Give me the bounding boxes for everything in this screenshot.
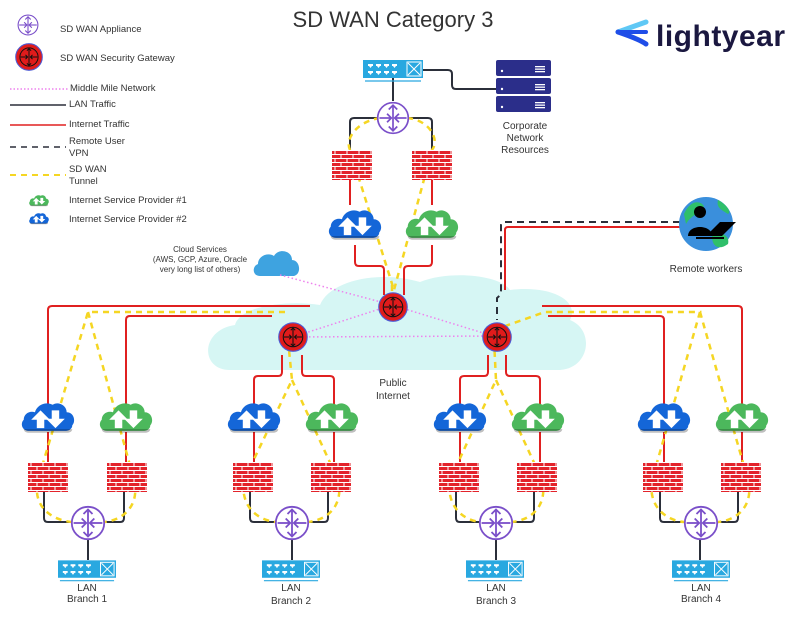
sd-wan-appliance	[274, 505, 310, 541]
lightyear-arrow-logo-icon	[615, 19, 649, 47]
lan-links-branches	[43, 492, 739, 560]
branch-label: LAN	[77, 583, 96, 594]
lan-switch	[672, 560, 730, 582]
isp-cloud-blue-icon	[433, 403, 487, 433]
middle-mile-links	[279, 274, 494, 338]
sd-wan-appliance	[70, 505, 106, 541]
corporate-label: Corporate	[503, 121, 548, 132]
lan-links-top	[349, 69, 500, 150]
branch-label: Branch 1	[67, 594, 107, 605]
branch-label: LAN	[281, 583, 300, 594]
legend-label: SD WAN Appliance	[60, 24, 142, 35]
firewall	[332, 150, 372, 180]
internet-links-top	[349, 178, 433, 295]
firewall	[311, 462, 351, 492]
branch-2: LAN Branch 2	[227, 403, 359, 607]
branch-label: LAN	[486, 583, 505, 594]
legend: SD WAN Appliance SD WAN Security Gateway…	[10, 14, 187, 225]
isp-cloud-blue-icon	[637, 403, 691, 433]
corporate-label: Resources	[501, 145, 549, 156]
corporate-lan-switch	[363, 60, 423, 82]
isp-cloud-green-icon	[29, 195, 49, 207]
firewall	[517, 462, 557, 492]
branch-3: LAN Branch 3	[433, 403, 565, 607]
sd-wan-security-gateway-center	[378, 292, 408, 322]
cloud-services-label: Cloud Services	[173, 245, 227, 254]
sd-wan-security-gateway-icon	[15, 43, 43, 71]
cloud-services-label: very long list of others)	[160, 265, 241, 274]
sd-wan-appliance	[683, 505, 719, 541]
remote-workers-label: Remote workers	[670, 264, 743, 275]
legend-label: Middle Mile Network	[70, 83, 156, 94]
firewall	[28, 462, 68, 492]
lan-switch	[262, 560, 320, 582]
isp-cloud-green-icon	[511, 403, 565, 433]
corporate-sd-wan-appliance	[376, 101, 410, 135]
sd-wan-appliance	[478, 505, 514, 541]
public-internet-cloud	[208, 275, 587, 370]
legend-label: Tunnel	[69, 176, 98, 187]
sd-wan-security-gateway-right	[482, 322, 512, 352]
legend-label: Internet Traffic	[69, 119, 130, 130]
branch-1: LAN Branch 1	[21, 403, 153, 605]
lan-switch	[58, 560, 116, 582]
remote-vpn-link	[496, 221, 680, 320]
firewall	[643, 462, 683, 492]
public-internet-label: Public	[379, 378, 406, 389]
isp-cloud-green-icon	[99, 403, 153, 433]
firewall	[107, 462, 147, 492]
remote-worker-globe-icon	[679, 197, 736, 251]
remote-internet-link	[504, 226, 680, 290]
branch-label: LAN	[691, 583, 710, 594]
isp-cloud-green-icon	[715, 403, 769, 433]
legend-label: SD WAN	[69, 164, 107, 175]
corporate-label: Network	[507, 133, 545, 144]
cloud-services-icon	[253, 251, 300, 276]
cloud-services-label: (AWS, GCP, Azure, Oracle	[153, 255, 248, 264]
firewall	[721, 462, 761, 492]
branch-label: Branch 4	[681, 594, 721, 605]
firewall	[439, 462, 479, 492]
legend-label: LAN Traffic	[69, 99, 116, 110]
isp-cloud-blue-icon	[29, 213, 49, 225]
legend-label: Internet Service Provider #1	[69, 195, 187, 206]
sd-wan-tunnels-top	[347, 116, 436, 291]
corporate-server-icon	[496, 60, 551, 112]
logo-text: lightyear	[656, 20, 786, 53]
isp-cloud-green-icon	[305, 403, 359, 433]
internet-links-branches	[47, 305, 743, 462]
branch-label: Branch 3	[476, 596, 516, 607]
diagram-title: SD WAN Category 3	[293, 7, 494, 32]
isp-cloud-blue-icon	[227, 403, 281, 433]
branch-label: Branch 2	[271, 596, 311, 607]
firewall	[233, 462, 273, 492]
legend-label: Remote User	[69, 136, 125, 147]
sd-wan-security-gateway-left	[278, 322, 308, 352]
public-internet-label: Internet	[376, 391, 410, 402]
legend-label: VPN	[69, 148, 89, 159]
isp-cloud-blue-icon	[21, 403, 75, 433]
legend-label: SD WAN Security Gateway	[60, 53, 175, 64]
lightyear-logo: lightyear	[615, 19, 786, 53]
lan-switch	[466, 560, 524, 582]
branch-4: LAN Branch 4	[637, 403, 769, 605]
legend-label: Internet Service Provider #2	[69, 214, 187, 225]
sd-wan-appliance-icon	[17, 14, 39, 36]
firewall	[412, 150, 452, 180]
isp-cloud-blue-icon	[328, 210, 382, 240]
